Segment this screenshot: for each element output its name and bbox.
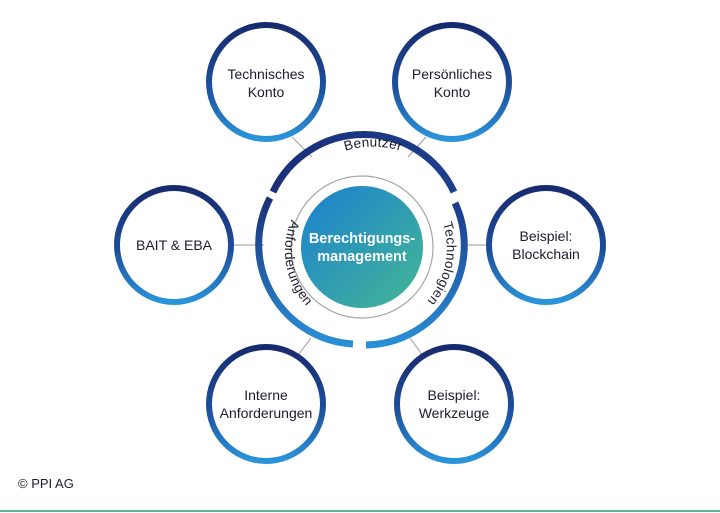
node-label-line2: Werkzeuge	[419, 405, 490, 421]
ring-label-benutzer: Benutzer	[342, 135, 404, 154]
ring-segment-anforderungen	[255, 196, 354, 348]
node-personal-account: Persönliches Konto	[392, 22, 512, 142]
node-label-line1: Interne	[244, 387, 288, 403]
center-label-line2: management	[317, 249, 407, 265]
center-node: Berechtigungs- management	[301, 186, 423, 308]
ring	[255, 131, 468, 349]
node-label-line2: Blockchain	[512, 246, 580, 262]
inner-ring	[290, 175, 434, 319]
node-label-line1: Beispiel:	[520, 228, 573, 244]
node-label-line1: Beispiel:	[428, 387, 481, 403]
node-label-line2: Anforderungen	[220, 405, 313, 421]
node-label-line2: Konto	[434, 84, 471, 100]
node-label-line2: Konto	[248, 84, 285, 100]
node-bait-eba: BAIT & EBA	[114, 185, 234, 305]
node-label-line1: BAIT & EBA	[136, 237, 213, 253]
copyright-notice: © PPI AG	[18, 476, 74, 491]
node-internal-requirements: Interne Anforderungen	[206, 344, 326, 464]
node-label-line1: Persönliches	[412, 66, 492, 82]
bottom-divider	[0, 510, 720, 512]
node-label-line1: Technisches	[227, 66, 304, 82]
ring-segment-benutzer	[269, 131, 458, 194]
node-technical-account: Technisches Konto	[206, 22, 326, 142]
node-blockchain: Beispiel: Blockchain	[486, 185, 606, 305]
ring-segment-technologien	[365, 201, 468, 349]
node-tools: Beispiel: Werkzeuge	[394, 344, 514, 464]
center-label-line1: Berechtigungs-	[309, 231, 416, 247]
